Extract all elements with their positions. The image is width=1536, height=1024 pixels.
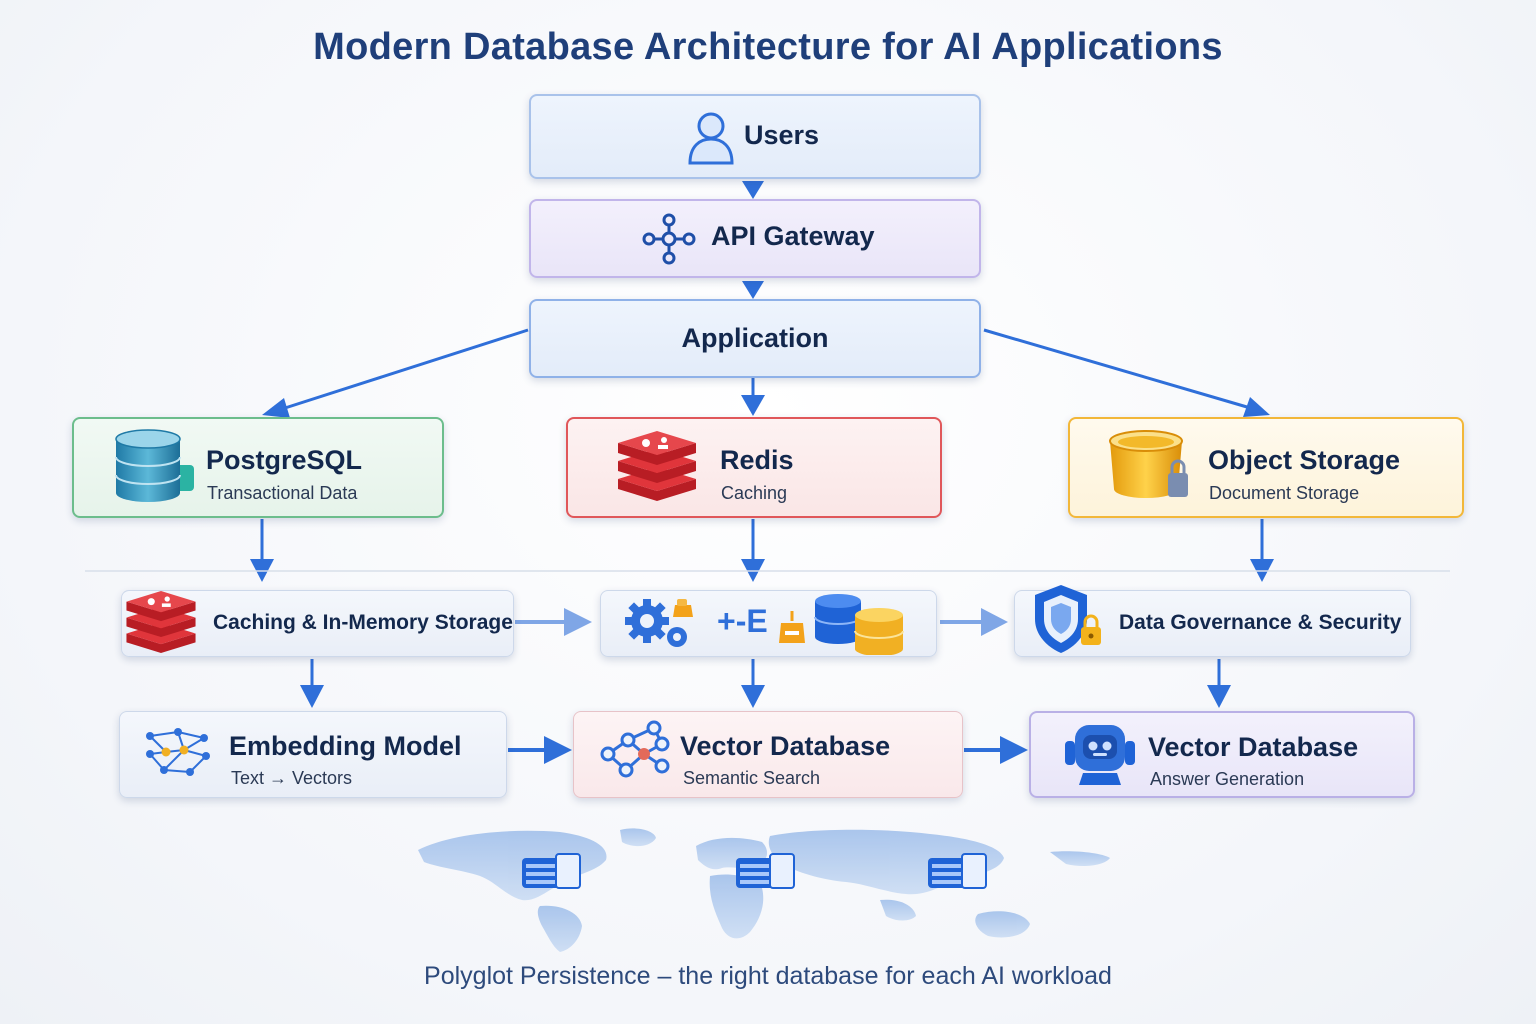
shield-lock-icon xyxy=(1035,585,1101,653)
redis-stack-icon xyxy=(618,431,696,501)
arrow-embedding-vector xyxy=(544,736,572,764)
arrow-governance-answer xyxy=(1207,685,1231,708)
vector-database-answer-name: Vector Database xyxy=(1148,732,1359,762)
embedding-model-name: Embedding Model xyxy=(229,731,462,761)
postgresql-name: PostgreSQL xyxy=(206,445,363,475)
vector-database-search-name: Vector Database xyxy=(680,731,891,761)
api-gateway-box: API Gateway xyxy=(529,199,981,278)
arrow-vector-answer xyxy=(1000,736,1028,764)
object-storage-box: Object Storage Document Storage xyxy=(1068,417,1464,518)
caching-box: Caching & In-Memory Storage xyxy=(121,590,514,657)
users-box: Users xyxy=(529,94,981,179)
vector-database-answer-desc: Answer Generation xyxy=(1150,769,1305,789)
arrow-caching-etl xyxy=(564,608,592,636)
graph-nodes-icon xyxy=(600,720,670,778)
application-label: Application xyxy=(681,323,829,353)
etl-bucket-icon xyxy=(779,611,805,643)
embedding-model-desc: Text → Vectors xyxy=(231,768,353,788)
network-hub-icon xyxy=(642,213,696,265)
governance-box: Data Governance & Security xyxy=(1014,585,1411,657)
server-icon xyxy=(928,853,987,889)
gears-etl-icon xyxy=(625,599,693,647)
arrow-etl-governance xyxy=(981,608,1008,636)
redis-stack-icon xyxy=(126,591,196,653)
world-map-image xyxy=(418,828,1110,952)
database-stack-icon xyxy=(814,594,904,655)
user-icon xyxy=(688,112,734,165)
redis-desc: Caching xyxy=(721,483,788,503)
vector-database-search-box: Vector Database Semantic Search xyxy=(573,711,963,798)
neural-net-icon xyxy=(146,728,210,776)
arrow-app-object xyxy=(983,328,1248,409)
server-icon xyxy=(522,853,581,889)
arrow-caching-embedding xyxy=(300,685,324,708)
object-storage-desc: Document Storage xyxy=(1209,483,1360,503)
etl-box: +-E xyxy=(600,590,937,657)
arrow-gateway-app xyxy=(742,281,764,299)
arrow-app-postgres xyxy=(284,328,529,410)
api-gateway-label: API Gateway xyxy=(711,221,875,251)
redis-name: Redis xyxy=(720,445,794,475)
etl-text: +-E xyxy=(717,603,768,639)
vector-database-search-desc: Semantic Search xyxy=(683,768,821,788)
diagram-title: Modern Database Architecture for AI Appl… xyxy=(313,26,1223,68)
vector-database-answer-box: Vector Database Answer Generation xyxy=(1029,711,1415,798)
caching-label: Caching & In-Memory Storage xyxy=(213,611,513,634)
server-icon xyxy=(736,853,795,889)
footer-caption: Polyglot Persistence – the right databas… xyxy=(424,962,1112,990)
postgresql-box: PostgreSQL Transactional Data xyxy=(72,417,444,518)
arrow-users-gateway xyxy=(742,181,764,199)
arrow-etl-vector xyxy=(741,685,765,708)
users-label: Users xyxy=(744,120,820,150)
embedding-model-box: Embedding Model Text → Vectors xyxy=(119,711,507,798)
governance-label: Data Governance & Security xyxy=(1119,611,1402,634)
robot-icon xyxy=(1065,725,1135,785)
database-cylinder-icon xyxy=(115,429,194,502)
bucket-lock-icon xyxy=(1109,430,1188,498)
redis-box: Redis Caching xyxy=(566,417,942,518)
object-storage-name: Object Storage xyxy=(1208,445,1401,475)
postgresql-desc: Transactional Data xyxy=(207,483,358,503)
application-box: Application xyxy=(529,299,981,378)
